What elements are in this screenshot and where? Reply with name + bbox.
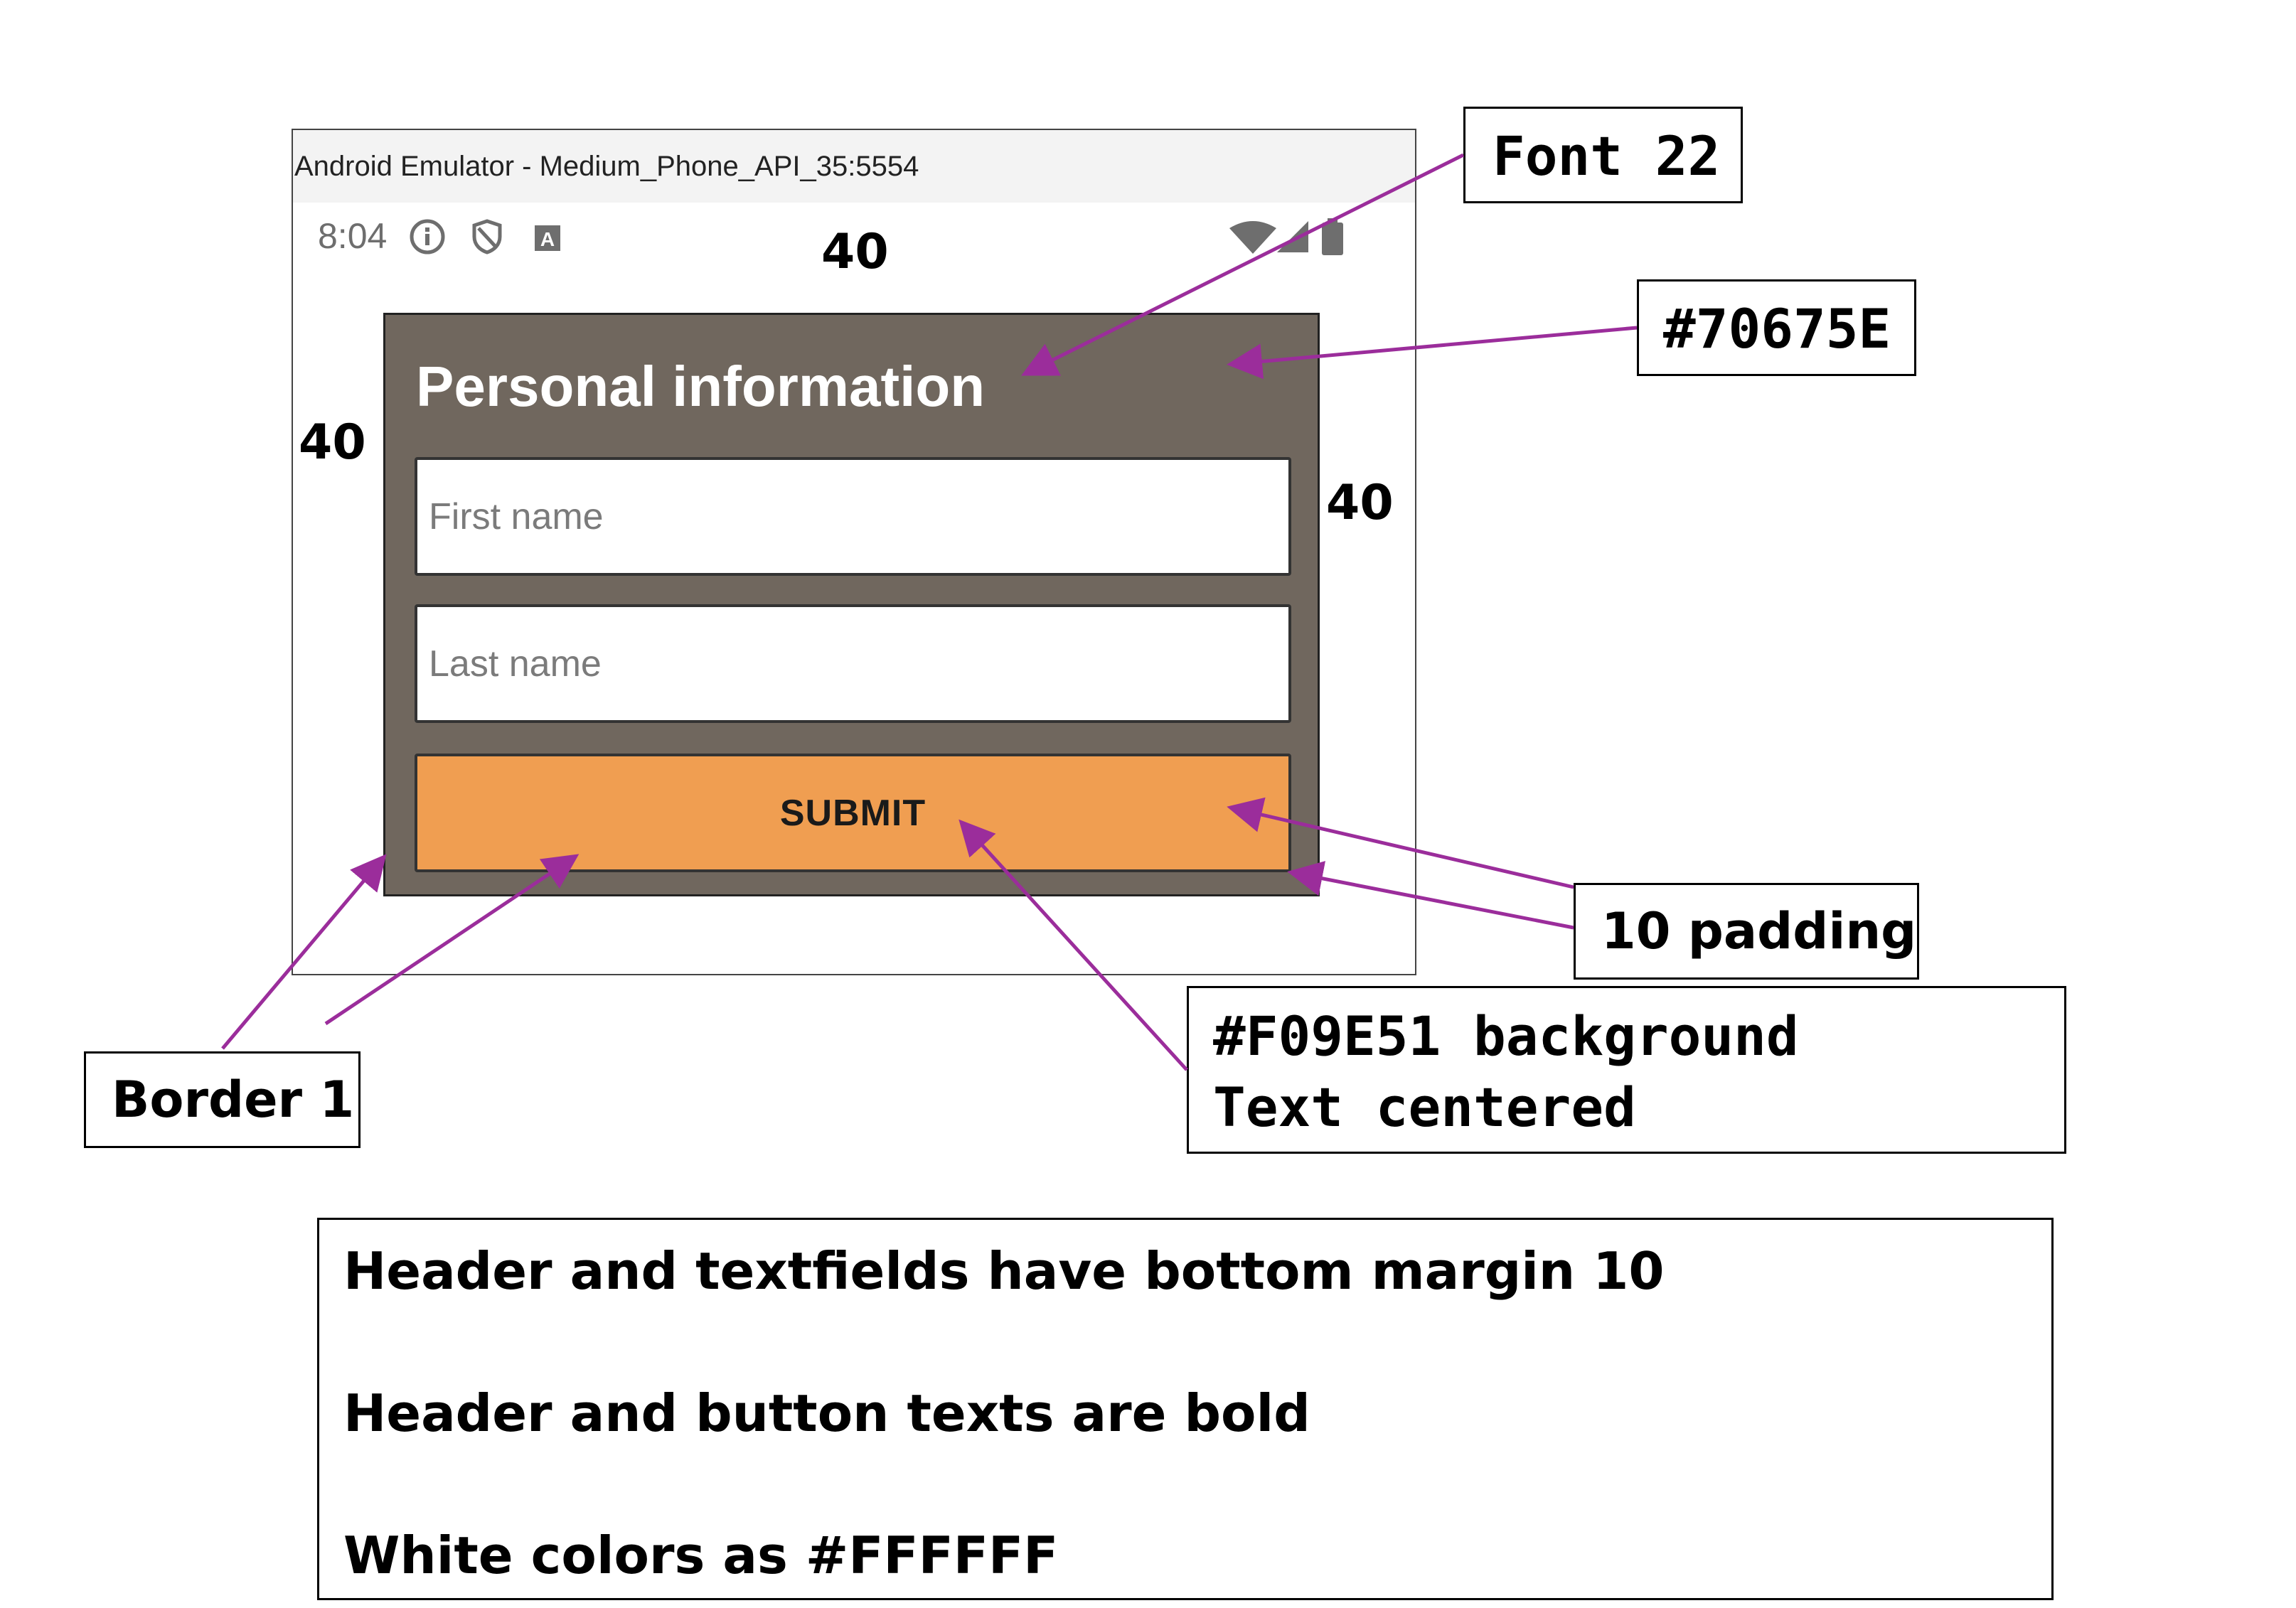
- border-annotation: Border 1: [84, 1051, 361, 1148]
- note-bold: Header and button texts are bold: [343, 1383, 1310, 1443]
- emulator-title-bar: Android Emulator - Medium_Phone_API_35:5…: [293, 130, 1415, 203]
- personal-info-card: Personal information SUBMIT: [383, 313, 1320, 896]
- padding-annotation: 10 padding: [1574, 883, 1919, 980]
- first-name-field[interactable]: [415, 457, 1291, 576]
- shield-icon: [469, 218, 506, 255]
- arrow-padding-1: [1227, 797, 1574, 889]
- last-name-input[interactable]: [417, 607, 1288, 720]
- note-white: White colors as #FFFFFF: [343, 1526, 1059, 1585]
- note-margin: Header and textfields have bottom margin…: [343, 1241, 1665, 1301]
- arrow-padding-2: [1287, 861, 1574, 930]
- keyboard-a-icon: A: [533, 224, 562, 252]
- svg-text:A: A: [540, 228, 555, 250]
- arrow-button: [959, 819, 1188, 1071]
- card-color-annotation: #70675E: [1637, 279, 1916, 376]
- top-margin-label: 40: [821, 224, 889, 280]
- notes-box: Header and textfields have bottom margin…: [317, 1218, 2054, 1600]
- wifi-icon: [1228, 218, 1278, 255]
- submit-button[interactable]: SUBMIT: [415, 754, 1291, 872]
- info-icon: [409, 218, 446, 255]
- first-name-input[interactable]: [417, 460, 1288, 573]
- card-header: Personal information: [416, 355, 986, 418]
- font-size-annotation: Font 22: [1463, 107, 1743, 203]
- arrow-border-2: [324, 854, 580, 1026]
- button-text-note: Text centered: [1213, 1076, 1636, 1139]
- left-margin-label: 40: [299, 414, 366, 471]
- arrow-card-color: [1227, 326, 1638, 380]
- last-name-field[interactable]: [415, 604, 1291, 723]
- emulator-window: Android Emulator - Medium_Phone_API_35:5…: [292, 129, 1416, 975]
- button-bg-note: #F09E51 background: [1213, 1004, 1799, 1068]
- status-time: 8:04: [318, 216, 388, 256]
- right-margin-label: 40: [1326, 475, 1394, 531]
- arrow-font: [1021, 153, 1465, 376]
- button-style-annotation: #F09E51 background Text centered: [1187, 986, 2066, 1154]
- arrow-border-1: [221, 854, 387, 1050]
